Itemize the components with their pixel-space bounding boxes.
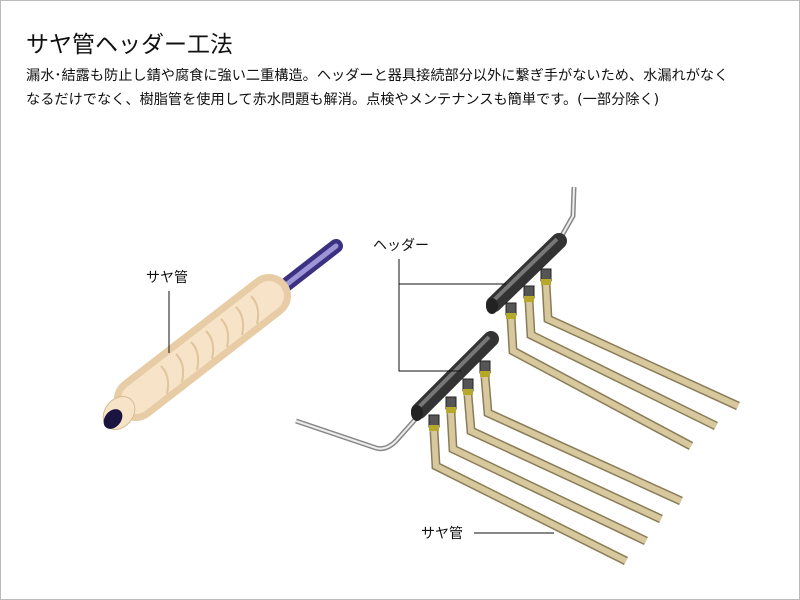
description: 漏水･結露も防止し錆や腐食に強い二重構造。ヘッダーと器具接続部分以外に繋ぎ手がな…	[26, 64, 796, 112]
header-upper	[486, 233, 567, 319]
saya-pipes	[429, 283, 740, 566]
label-saya-right: サヤ管	[421, 526, 463, 542]
header-lower	[411, 331, 499, 431]
description-line: なるだけでなく、樹脂管を使用して赤水問題も解消。点検やメンテナンスも簡単です。(…	[26, 92, 660, 108]
saya-pipe-cutaway	[102, 239, 343, 430]
description-line: 漏水･結露も防止し錆や腐食に強い二重構造。ヘッダーと器具接続部分以外に繋ぎ手がな…	[26, 68, 729, 84]
header-leader-lines	[398, 259, 506, 372]
supply-pipe	[295, 411, 423, 452]
label-saya-left: サヤ管	[146, 270, 188, 286]
label-header: ヘッダー	[373, 238, 429, 254]
page-title: サヤ管ヘッダー工法	[26, 32, 233, 58]
